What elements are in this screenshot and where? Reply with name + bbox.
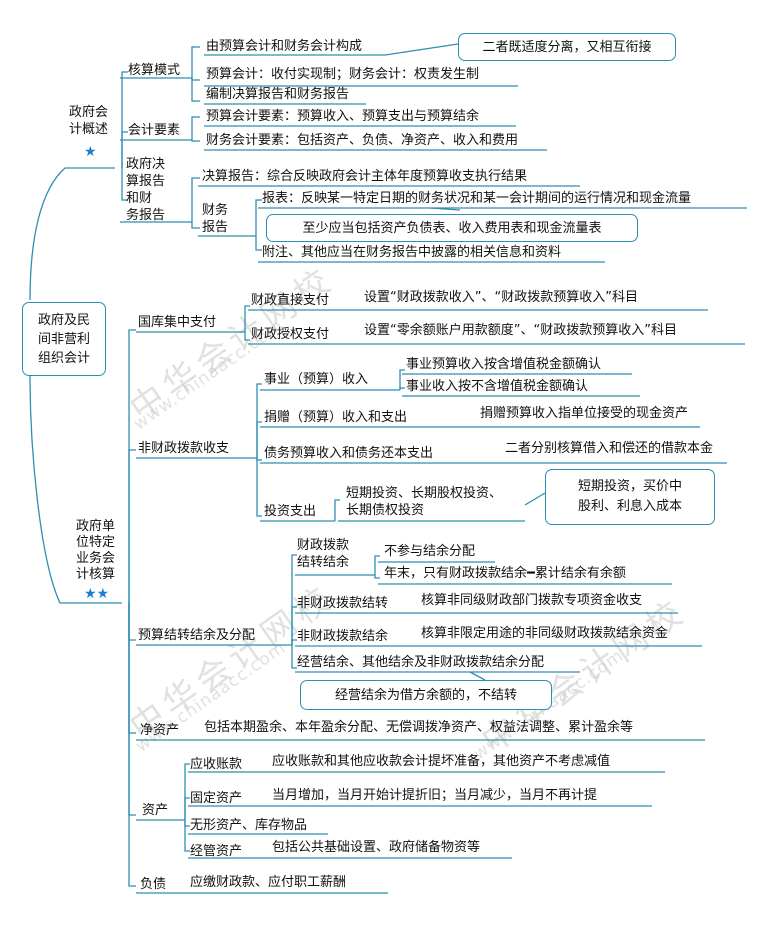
- surplus-nonfiscal-carry-note: 核算非同级财政部门拨款专项资金收支: [421, 593, 643, 608]
- surplus-fiscal: 财政拨款 结转结余: [297, 538, 350, 570]
- surplus-operating-note: 经营结余为借方余额的，不结转: [300, 680, 552, 710]
- model-label: 核算模式: [128, 63, 181, 78]
- assets-fixed: 固定资产: [190, 791, 243, 806]
- nonfiscal-business-2: 事业收入按不含增值税金额确认: [406, 379, 589, 394]
- nonfiscal-business-1: 事业预算收入按含增值税金额确认: [406, 357, 602, 372]
- assets-intangible: 无形资产、库存物品: [190, 818, 308, 833]
- reports-label: 政府决 算报告 和财 务报告: [126, 157, 166, 223]
- surplus-operating: 经营结余、其他结余及非财政拨款结余分配: [297, 655, 545, 670]
- assets-label: 资产: [142, 803, 169, 818]
- financial-report-note: 至少应当包括资产负债表、收入费用表和现金流量表: [266, 214, 638, 242]
- elements-item-1: 预算会计要素：预算收入、预算支出与预算结余: [206, 109, 480, 124]
- financial-report-label: 财务 报告: [202, 203, 229, 235]
- surplus-fiscal-1: 不参与结余分配: [384, 544, 476, 559]
- surplus-fiscal-2: 年末，只有财政拨款结余━累计结余有余额: [384, 566, 626, 581]
- model-item-3: 编制决算报告和财务报告: [206, 87, 350, 102]
- assets-managed-note: 包括公共基础设置、政府储备物资等: [272, 840, 481, 855]
- treasury-label: 国库集中支付: [138, 315, 217, 330]
- liabilities-label: 负债: [140, 877, 167, 892]
- surplus-nonfiscal-surplus: 非财政拨款结余: [297, 629, 389, 644]
- model-item-2: 预算会计：收付实现制；财务会计：权责发生制: [206, 67, 480, 82]
- nonfiscal-donation-note: 捐赠预算收入指单位接受的现金资产: [480, 406, 689, 421]
- model-note-1: 二者既适度分离，又相互衔接: [458, 33, 676, 61]
- elements-item-2: 财务会计要素：包括资产、负债、净资产、收入和费用: [206, 133, 519, 148]
- overview-title: 政府会 计概述: [69, 105, 109, 137]
- nonfiscal-business: 事业（预算）收入: [264, 372, 369, 387]
- surplus-nonfiscal-carry: 非财政拨款结转: [297, 596, 389, 611]
- nonfiscal-label: 非财政拨款收支: [138, 441, 230, 456]
- overview-stars: ★: [84, 144, 97, 160]
- nonfiscal-invest: 投资支出: [264, 504, 317, 519]
- assets-receivable: 应收账款: [190, 757, 243, 772]
- special-stars: ★★: [84, 586, 110, 602]
- surplus-label: 预算结转结余及分配: [138, 628, 256, 643]
- net-assets-note: 包括本期盈余、本年盈余分配、无偿调拨净资产、权益法调整、累计盈余等: [204, 720, 634, 735]
- assets-receivable-note: 应收账款和其他应收款会计提坏准备，其他资产不考虑减值: [272, 754, 611, 769]
- treasury-auth: 财政授权支付: [251, 327, 330, 342]
- nonfiscal-invest-note: 短期投资，买价中 股利、利息入成本: [545, 469, 715, 525]
- assets-managed: 经管资产: [190, 844, 243, 859]
- reports-item-1: 决算报告：综合反映政府会计主体年度预算收支执行结果: [202, 169, 528, 184]
- surplus-nonfiscal-surplus-note: 核算非限定用途的非同级财政拨款结余资金: [421, 626, 669, 641]
- assets-fixed-note: 当月增加，当月开始计提折旧；当月减少，当月不再计提: [272, 788, 598, 803]
- nonfiscal-invest-items: 短期投资、长期股权投资、 长期债权投资: [346, 486, 503, 518]
- nonfiscal-debt: 债务预算收入和债务还本支出: [264, 446, 434, 461]
- treasury-auth-note: 设置“零余额账户用款额度”、“财政拨款预算收入”科目: [364, 323, 677, 338]
- elements-label: 会计要素: [128, 123, 181, 138]
- treasury-direct: 财政直接支付: [251, 293, 330, 308]
- root-node: 政府及民 间非营利 组织会计: [22, 302, 106, 376]
- model-item-1: 由预算会计和财务会计构成: [206, 39, 363, 54]
- nonfiscal-debt-note: 二者分别核算借入和偿还的借款本金: [505, 441, 714, 456]
- financial-report-item-2: 附注、其他应当在财务报告中披露的相关信息和资料: [262, 245, 562, 260]
- financial-report-item-1: 报表：反映某一特定日期的财务状况和某一会计期间的运行情况和现金流量: [262, 191, 692, 206]
- special-title: 政府单 位特定 业务会 计核算: [76, 519, 116, 582]
- net-assets-label: 净资产: [140, 723, 180, 738]
- liabilities-note: 应缴财政款、应付职工薪酬: [190, 875, 347, 890]
- treasury-direct-note: 设置“财政拨款收入”、“财政拨款预算收入”科目: [364, 290, 638, 305]
- nonfiscal-donation: 捐赠（预算）收入和支出: [264, 410, 408, 425]
